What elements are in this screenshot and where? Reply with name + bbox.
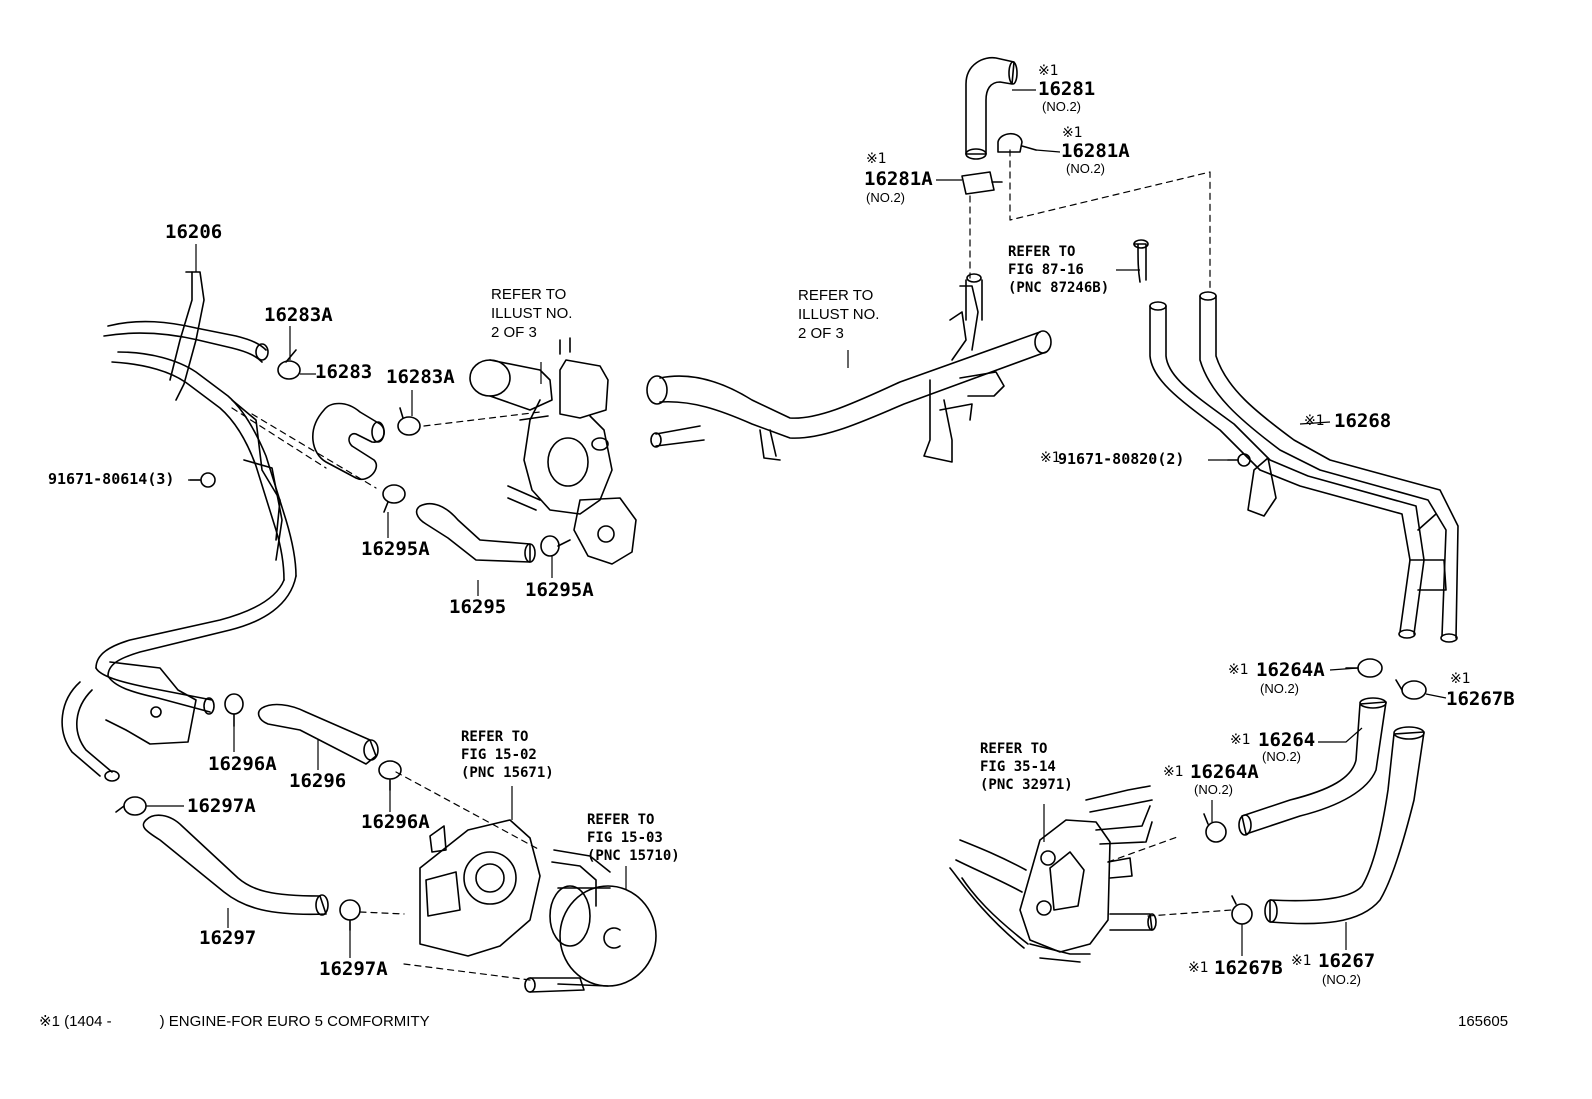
hose-16283 (312, 402, 385, 481)
part-label-16264a-mid: 16264A (1190, 761, 1259, 783)
hose-16297 (142, 814, 329, 916)
part-label-16297a-bottom: 16297A (319, 958, 388, 980)
euro5-mark: ※1 (1062, 125, 1083, 141)
dashed-connectors (231, 149, 1233, 981)
part-label-16295: 16295 (449, 596, 507, 618)
ref-line: (PNC 87246B) (1008, 280, 1110, 297)
ref-line: (PNC 15671) (461, 765, 554, 782)
ref-line: (PNC 15710) (587, 848, 680, 865)
hose-16295 (415, 502, 536, 563)
part-label-16267b-bottom: 16267B (1214, 957, 1283, 979)
part-sublabel-no2: (NO.2) (1066, 161, 1105, 176)
part-label-16264: 16264 (1258, 729, 1316, 751)
euro5-mark: ※1 (1163, 764, 1184, 780)
ref-line: FIG 35-14 (980, 759, 1056, 776)
pipe-bundle-16268 (1133, 239, 1459, 643)
hose-16264 (1238, 697, 1387, 836)
part-label-16296: 16296 (289, 770, 347, 792)
euro5-mark: ※1 (1230, 732, 1251, 748)
part-sublabel-no2: (NO.2) (1042, 99, 1081, 114)
part-label-16206: 16206 (165, 221, 223, 243)
part-label-16264a-top: 16264A (1256, 659, 1325, 681)
water-outlet-housing (469, 337, 637, 565)
part-label-91671-80614: 91671-80614(3) (48, 470, 175, 488)
footnote: ※1 (1404 - ) ENGINE-FOR EURO 5 COMFORMITY (39, 1014, 430, 1029)
part-sublabel-no2: (NO.2) (1322, 972, 1361, 987)
ref-line: REFER TO (980, 741, 1048, 757)
part-label-16295a-left: 16295A (361, 538, 430, 560)
part-sublabel-no2: (NO.2) (866, 190, 905, 205)
ref-fig-35-14: REFER TO FIG 35-14 (PNC 32971) (980, 740, 1073, 795)
part-label-16281a-left: 16281A (864, 168, 933, 190)
part-label-16267: 16267 (1318, 950, 1376, 972)
hose-16281 (961, 56, 1037, 195)
footnote-prefix: ※1 (1404 - (39, 1013, 112, 1030)
part-label-16296a-right: 16296A (361, 811, 430, 833)
part-label-16296a-left: 16296A (208, 753, 277, 775)
pipe-bundle-16206 (61, 271, 297, 782)
part-label-16297: 16297 (199, 927, 257, 949)
part-label-16295a-right: 16295A (525, 579, 594, 601)
part-label-16283: 16283 (315, 361, 373, 383)
ref-line: ILLUST NO. (798, 305, 880, 323)
pump-housing-right (949, 785, 1157, 963)
part-label-91671-80820: 91671-80820(2) (1058, 450, 1185, 468)
water-pipe-middle (646, 273, 1052, 463)
hose-16267 (1264, 726, 1425, 925)
ref-line: REFER TO (461, 729, 529, 745)
ref-line: 2 OF 3 (798, 324, 844, 342)
part-label-16281a-right: 16281A (1061, 140, 1130, 162)
ref-fig-87-16: REFER TO FIG 87-16 (PNC 87246B) (1008, 243, 1109, 298)
hose-16296 (257, 703, 379, 765)
ref-line: ILLUST NO. (491, 304, 573, 322)
ref-line: FIG 15-03 (587, 830, 663, 847)
ref-fig-15-02: REFER TO FIG 15-02 (PNC 15671) (461, 728, 554, 783)
water-pump-assembly (419, 819, 657, 993)
ref-line: 2 OF 3 (491, 323, 537, 341)
euro5-mark: ※1 (1291, 953, 1312, 969)
ref-line: REFER TO (587, 812, 655, 828)
euro5-mark: ※1 (1228, 662, 1249, 678)
euro5-mark: ※1 (1304, 413, 1325, 429)
clamps-right (1203, 453, 1427, 925)
euro5-mark: ※1 (1040, 450, 1061, 466)
ref-line: FIG 87-16 (1008, 262, 1084, 279)
ref-fig-15-03: REFER TO FIG 15-03 (PNC 15710) (587, 811, 680, 866)
ref-line: FIG 15-02 (461, 747, 537, 764)
ref-illust-right: REFER TO ILLUST NO. 2 OF 3 (798, 287, 879, 343)
ref-line: REFER TO (798, 287, 874, 304)
footnote-suffix: ) ENGINE-FOR EURO 5 COMFORMITY (159, 1013, 430, 1030)
euro5-mark: ※1 (1038, 63, 1059, 79)
part-label-16283a-mid: 16283A (386, 366, 455, 388)
euro5-mark: ※1 (866, 151, 887, 167)
ref-line: REFER TO (1008, 244, 1076, 260)
part-sublabel-no2: (NO.2) (1262, 749, 1301, 764)
euro5-mark: ※1 (1450, 671, 1471, 687)
part-label-16283a-top: 16283A (264, 304, 333, 326)
part-label-16297a-top: 16297A (187, 795, 256, 817)
part-sublabel-no2: (NO.2) (1260, 681, 1299, 696)
ref-illust-left: REFER TO ILLUST NO. 2 OF 3 (491, 286, 572, 342)
diagram-code: 165605 (1458, 1013, 1509, 1030)
part-label-16268: 16268 (1334, 410, 1392, 432)
part-label-16267b-top: 16267B (1446, 688, 1515, 710)
ref-line: REFER TO (491, 286, 567, 303)
part-sublabel-no2: (NO.2) (1194, 782, 1233, 797)
euro5-mark: ※1 (1188, 960, 1209, 976)
part-label-16281: 16281 (1038, 78, 1096, 100)
ref-line: (PNC 32971) (980, 777, 1073, 794)
